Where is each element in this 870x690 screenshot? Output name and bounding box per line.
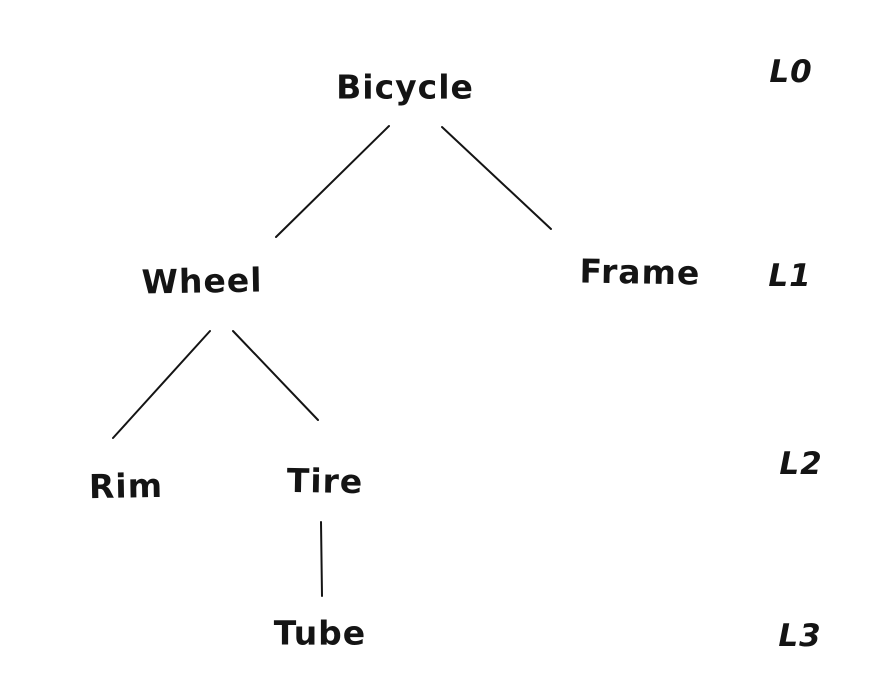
- edge-bicycle-frame: [441, 126, 552, 230]
- level-label-l3: L3: [778, 618, 822, 654]
- edge-wheel-tire: [232, 330, 319, 421]
- edge-bicycle-wheel: [275, 125, 390, 238]
- node-rim: Rim: [88, 465, 164, 507]
- node-tire: Tire: [286, 460, 364, 502]
- edge-tire-tube: [320, 521, 323, 597]
- edge-wheel-rim: [112, 330, 211, 439]
- node-wheel: Wheel: [141, 260, 263, 302]
- node-tube: Tube: [273, 613, 367, 653]
- node-frame: Frame: [579, 251, 701, 293]
- level-label-l2: L2: [779, 446, 823, 482]
- node-bicycle: Bicycle: [336, 67, 474, 107]
- level-label-l0: L0: [769, 54, 813, 90]
- level-label-l1: L1: [768, 258, 812, 294]
